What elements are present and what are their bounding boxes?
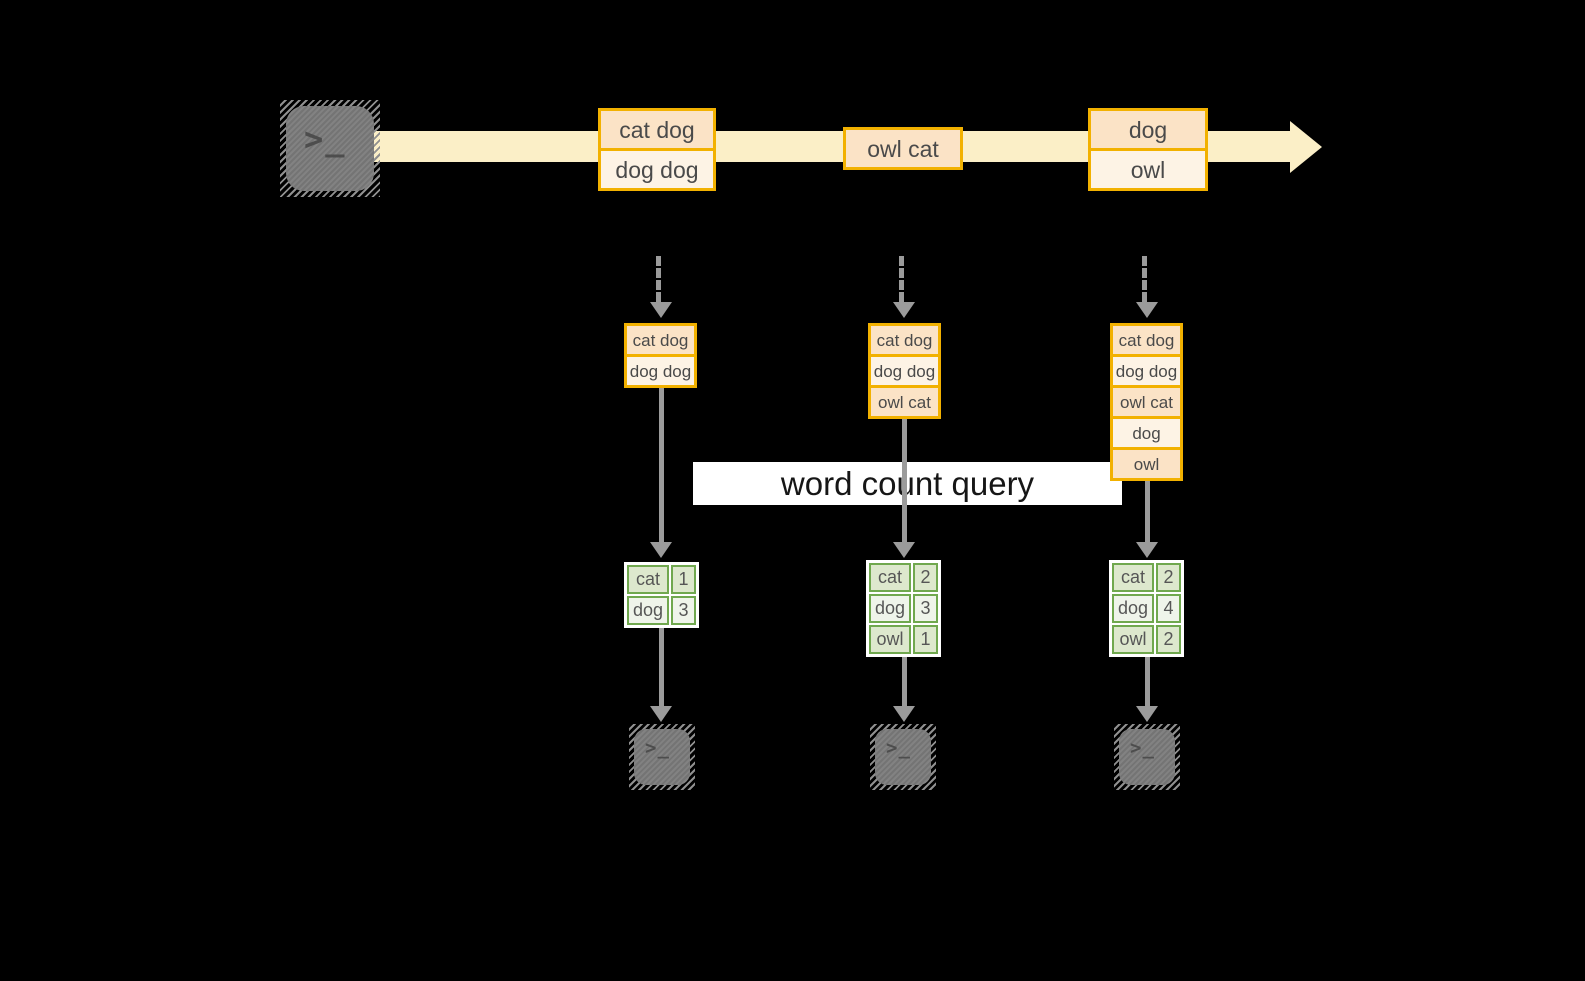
word-cell: dog	[1112, 594, 1154, 623]
buffer-stack-2: cat dog dog dog owl cat	[868, 323, 941, 419]
terminal-body: >_	[1119, 729, 1175, 785]
ingest-arrowhead-icon	[1136, 302, 1158, 318]
message-cell: cat dog	[598, 108, 716, 151]
buffer-cell: cat dog	[1110, 323, 1183, 357]
query-flow-arrow-line	[659, 386, 664, 542]
word-cell: cat	[627, 565, 669, 594]
output-arrowhead-icon	[650, 706, 672, 722]
output-arrowhead-icon	[1136, 706, 1158, 722]
buffer-cell: owl cat	[868, 385, 941, 419]
ingest-arrow-line	[899, 256, 904, 302]
count-cell: 2	[1156, 625, 1181, 654]
word-cell: dog	[869, 594, 911, 623]
ingest-arrow-line	[656, 256, 661, 302]
terminal-prompt-glyph: >_	[645, 737, 670, 759]
message-cell: dog	[1088, 108, 1208, 151]
ingest-arrowhead-icon	[893, 302, 915, 318]
word-cell: cat	[1112, 563, 1154, 592]
consumer-terminal-icon: >_	[870, 724, 936, 790]
output-arrowhead-icon	[893, 706, 915, 722]
count-table-1: cat 1 dog 3	[624, 562, 699, 628]
output-arrow-line	[1145, 657, 1150, 706]
buffer-cell: cat dog	[624, 323, 697, 357]
message-cell: dog dog	[598, 148, 716, 191]
message-cell: owl cat	[843, 127, 963, 170]
buffer-cell: dog dog	[624, 354, 697, 388]
count-table-2: cat 2 dog 3 owl 1	[866, 560, 941, 657]
buffer-stack-1: cat dog dog dog	[624, 323, 697, 388]
message-cell: owl	[1088, 148, 1208, 191]
consumer-terminal-icon: >_	[1114, 724, 1180, 790]
terminal-body: >_	[286, 106, 374, 191]
terminal-body: >_	[875, 729, 931, 785]
buffer-cell: owl cat	[1110, 385, 1183, 419]
buffer-cell: dog dog	[1110, 354, 1183, 388]
word-cell: dog	[627, 596, 669, 625]
query-flow-arrow-line	[902, 417, 907, 542]
query-flow-arrow-line	[1145, 479, 1150, 542]
count-table-3: cat 2 dog 4 owl 2	[1109, 560, 1184, 657]
query-flow-arrowhead-icon	[1136, 542, 1158, 558]
query-banner-label: word count query	[780, 465, 1035, 502]
count-cell: 2	[1156, 563, 1181, 592]
buffer-cell: dog dog	[868, 354, 941, 388]
stream-message-1: cat dog dog dog	[598, 108, 716, 191]
consumer-terminal-icon: >_	[629, 724, 695, 790]
source-terminal-icon: >_	[280, 100, 380, 197]
terminal-prompt-glyph: >_	[886, 737, 911, 759]
buffer-cell: dog	[1110, 416, 1183, 450]
stream-arrowhead-icon	[1290, 121, 1322, 173]
stream-message-3: dog owl	[1088, 108, 1208, 191]
buffer-stack-3: cat dog dog dog owl cat dog owl	[1110, 323, 1183, 481]
ingest-arrowhead-icon	[650, 302, 672, 318]
query-banner: word count query	[693, 462, 1122, 505]
terminal-prompt-glyph: >_	[304, 120, 347, 158]
word-cell: owl	[869, 625, 911, 654]
terminal-body: >_	[634, 729, 690, 785]
count-cell: 3	[913, 594, 938, 623]
count-cell: 3	[671, 596, 696, 625]
count-cell: 4	[1156, 594, 1181, 623]
query-flow-arrowhead-icon	[650, 542, 672, 558]
count-cell: 1	[913, 625, 938, 654]
ingest-arrow-line	[1142, 256, 1147, 302]
buffer-cell: cat dog	[868, 323, 941, 357]
buffer-cell: owl	[1110, 447, 1183, 481]
stream-message-2: owl cat	[843, 127, 963, 170]
output-arrow-line	[659, 628, 664, 706]
count-cell: 2	[913, 563, 938, 592]
terminal-prompt-glyph: >_	[1130, 737, 1155, 759]
query-flow-arrowhead-icon	[893, 542, 915, 558]
word-cell: cat	[869, 563, 911, 592]
count-cell: 1	[671, 565, 696, 594]
word-cell: owl	[1112, 625, 1154, 654]
output-arrow-line	[902, 657, 907, 706]
